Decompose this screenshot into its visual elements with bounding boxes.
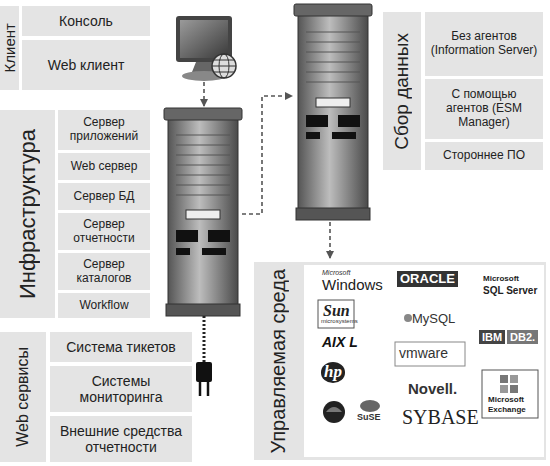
box-label: Web сервер [71,160,138,174]
process-box: Система тикетов [50,332,192,362]
server-icon [294,4,372,220]
box-label: Сервер БД [74,190,135,204]
logo-text: SYBASE [402,406,479,428]
group-heading: Управляемая среда [254,262,302,460]
logo-text: Novell. [408,381,457,398]
logo-text: vmware [399,346,448,361]
logo-text: Microsoft [488,396,524,405]
process-box: Стороннее ПО [425,142,543,170]
box-label: Система тикетов [66,339,176,355]
group-heading: Web сервисы [0,332,46,462]
logo-text: microsystems [321,318,358,325]
logo-text: SuSE [357,413,381,423]
box-label: Системы мониторинга [54,373,188,405]
monitor-icon [176,16,236,81]
process-box: Системы мониторинга [50,366,192,412]
process-box: Workflow [58,293,150,318]
group-title: Web сервисы [14,347,32,447]
server-icon [164,108,242,316]
logo-text: Sun [323,302,350,320]
box-label: Стороннее ПО [443,149,525,163]
box-label: Внешние средства отчетности [54,423,188,455]
box-label: Сервер каталогов [62,258,146,286]
group-heading: Сбор данных [383,12,421,170]
process-box: Сервер каталогов [58,253,150,290]
group-heading: Инфраструктура [0,110,55,318]
box-label: Сервер отчетности [62,218,146,246]
process-box: Без агентов (Information Server) [425,12,543,76]
logo-text: MySQL [412,312,455,326]
group-band: Web сервисы Система тикетовСистемы монито… [0,332,192,462]
logo-text: Windows [322,277,383,294]
process-box: Консоль [22,6,150,36]
box-label: Без агентов (Information Server) [429,30,539,58]
group-band: Инфраструктура Сервер приложенийWeb серве… [0,110,150,318]
logo-text: DB2. [507,330,538,344]
process-box: Сервер БД [58,183,150,210]
group-title: Инфраструктура [15,129,41,299]
process-box: Сервер приложений [58,110,150,150]
group-title: Клиент [1,23,18,72]
power-cord [196,316,212,396]
group-band: Сбор данных Без агентов (Information Serv… [383,12,543,170]
box-label: Workflow [79,299,128,313]
group-band: Клиент КонсольWeb клиент [0,6,150,90]
box-label: Сервер приложений [62,116,146,144]
group-title: Сбор данных [391,33,413,150]
logo-text: Microsoft [483,275,519,284]
process-box: С помощью агентов (ESM Manager) [425,79,543,139]
logo-text: SQL Server [483,285,537,296]
group-title: Управляемая среда [267,269,290,454]
box-label: Web клиент [48,57,125,73]
process-box: Web сервер [58,153,150,180]
process-box: Сервер отчетности [58,213,150,250]
process-box: Web клиент [22,40,150,90]
group-heading: Клиент [0,6,19,90]
dashed-link [204,82,330,258]
process-box: Внешние средства отчетности [50,416,192,462]
logo-text: IBM [479,330,505,344]
logo-text: hp [321,362,345,383]
logo-text: Exchange [488,406,526,415]
logo-text: ORACLE [397,271,458,287]
logo-text: AIX L [322,335,358,350]
box-label: С помощью агентов (ESM Manager) [429,88,539,129]
logo-text: Microsoft [322,269,350,277]
box-label: Консоль [59,13,113,29]
